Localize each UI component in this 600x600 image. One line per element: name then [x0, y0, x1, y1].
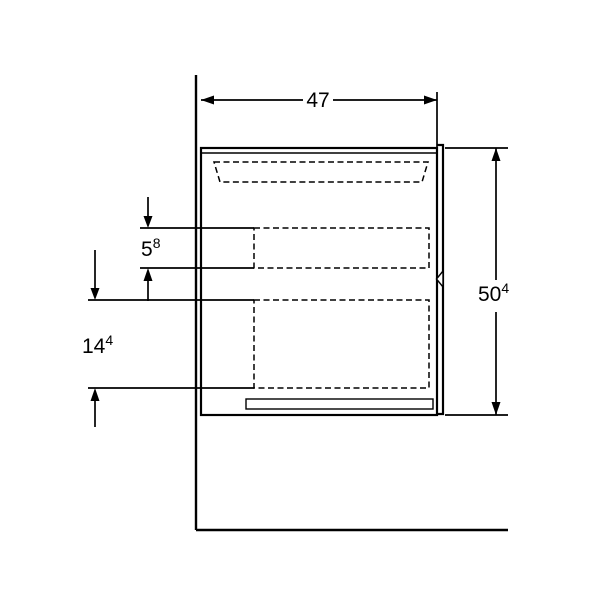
arrowhead-up-icon: [90, 388, 100, 401]
cabinet-outline: [199, 146, 439, 417]
dimension-value: 14: [82, 335, 106, 358]
dimension-superscript: 8: [153, 235, 161, 251]
dimension-superscript: 4: [105, 332, 113, 348]
dimension-height: 504: [445, 147, 509, 416]
dimension-value: 47: [306, 89, 329, 112]
arrowhead-down-icon: [143, 216, 153, 228]
dimension-lower-label: 144: [82, 332, 113, 358]
arrowhead-up-icon: [491, 148, 501, 161]
bottom-panel: [245, 398, 434, 410]
upper-drawer-hidden-outline: [253, 227, 430, 269]
dimension-superscript: 4: [501, 280, 509, 296]
arrowhead-right-icon: [424, 95, 437, 105]
dimension-width: 47: [201, 89, 438, 148]
dimension-width-label: 47: [306, 89, 329, 112]
basin-hidden-outline: [212, 161, 430, 183]
arrowhead-up-icon: [143, 268, 153, 281]
hidden-lines: [212, 161, 430, 389]
arrowhead-down-icon: [491, 402, 501, 415]
dimension-upper-drawer: 58: [140, 197, 254, 301]
dimension-value: 5: [141, 238, 153, 261]
dimension-lower-drawer: 144: [82, 250, 254, 427]
wall-and-floor: [194, 75, 508, 532]
arrowhead-down-icon: [90, 288, 100, 300]
dimension-height-label: 504: [478, 280, 509, 306]
handle-notch: [435, 269, 444, 289]
dimension-value: 50: [478, 283, 501, 306]
lower-drawer-hidden-outline: [253, 299, 430, 389]
cabinet: [199, 143, 445, 417]
dimension-upper-label: 58: [141, 235, 161, 261]
arrowhead-left-icon: [201, 95, 214, 105]
